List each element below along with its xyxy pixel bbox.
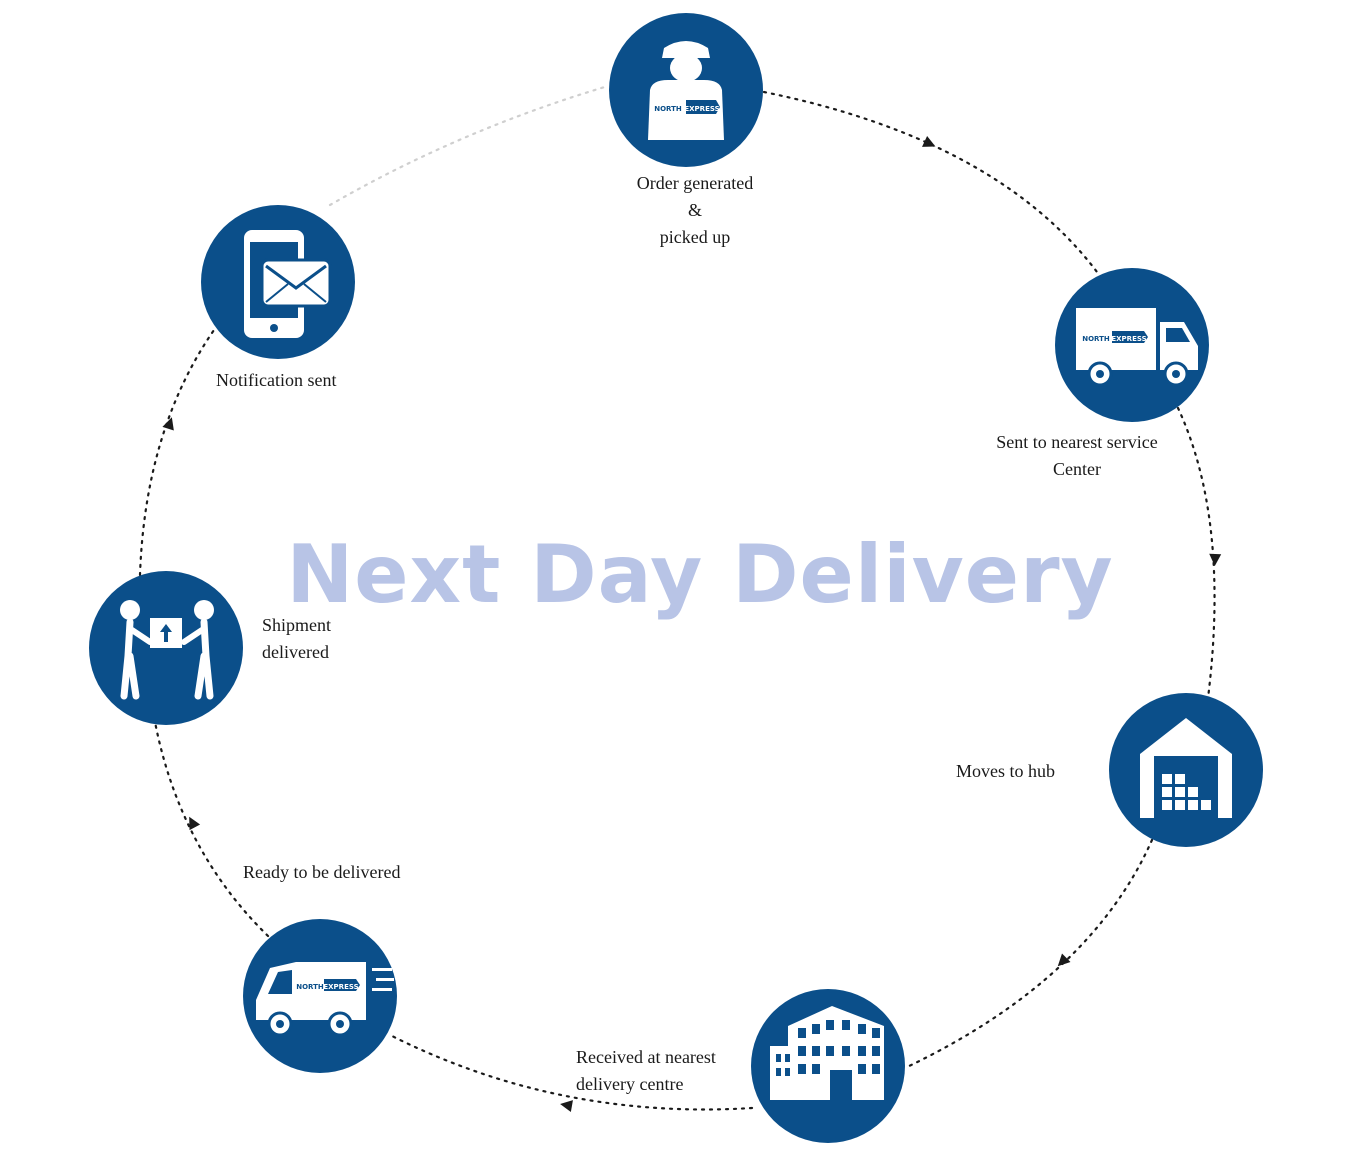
brand-right-text: EXPRESS — [684, 105, 719, 113]
brand-left-text: NORTH — [296, 983, 324, 991]
building-icon — [770, 1006, 884, 1100]
step-label-received-at-delivery-centre: Received at nearest delivery centre — [576, 1044, 716, 1098]
connector-4-5 — [390, 1034, 754, 1111]
step-label-notification-sent: Notification sent — [216, 367, 336, 394]
label-line: Sent to nearest service — [996, 432, 1158, 452]
label-line: Order generated — [636, 173, 754, 193]
arrow-1 — [922, 136, 936, 147]
label-line: Notification sent — [216, 370, 337, 390]
label-line: & — [687, 200, 702, 220]
brand-badge: NORTH EXPRESS — [296, 979, 360, 991]
arrow-5 — [189, 816, 201, 831]
phone-mail-icon — [244, 230, 332, 338]
cycle-path — [138, 84, 1216, 1111]
connector-7-1 — [328, 84, 610, 207]
step-sent-to-service-center: NORTH EXPRESS — [1055, 268, 1209, 422]
label-line: Shipment — [262, 615, 332, 635]
step-label-shipment-delivered: Shipment delivered — [262, 612, 331, 666]
brand-right-text: EXPRESS — [1111, 335, 1146, 343]
brand-left-text: NORTH — [654, 105, 682, 113]
connector-1-2 — [762, 90, 1102, 278]
label-line: delivered — [262, 642, 329, 662]
label-line: Ready to be delivered — [243, 862, 401, 882]
step-shipment-delivered — [89, 571, 243, 725]
label-line: Center — [1053, 459, 1101, 479]
step-label-sent-to-service-center: Sent to nearest service Center — [977, 429, 1177, 483]
connector-3-4 — [903, 838, 1154, 1070]
step-label-moves-to-hub: Moves to hub — [956, 758, 1055, 785]
step-notification-sent — [201, 205, 355, 359]
connector-5-6 — [153, 720, 270, 938]
arrow-3 — [1057, 953, 1071, 967]
delivery-van-icon — [256, 962, 394, 1037]
brand-left-text: NORTH — [1082, 335, 1110, 343]
cycle-arrows — [162, 136, 1222, 1112]
arrow-4 — [560, 1100, 573, 1112]
diagram-title: Next Day Delivery — [286, 528, 1114, 621]
handover-icon — [120, 600, 214, 700]
step-label-order-generated: Order generated & picked up — [595, 170, 795, 251]
step-moves-to-hub — [1109, 693, 1263, 847]
step-received-at-delivery-centre — [751, 989, 905, 1143]
connector-6-7 — [138, 328, 216, 577]
label-line: Moves to hub — [956, 761, 1055, 781]
arrow-6 — [162, 417, 174, 431]
brand-right-text: EXPRESS — [323, 983, 358, 991]
label-line: Received at nearest — [576, 1047, 716, 1067]
label-line: picked up — [659, 227, 731, 247]
step-order-generated: NORTH EXPRESS — [609, 13, 763, 167]
brand-badge: NORTH EXPRESS — [1082, 331, 1148, 343]
step-ready-to-be-delivered: NORTH EXPRESS — [243, 919, 397, 1073]
warehouse-icon — [1140, 718, 1232, 818]
connector-2-3 — [1176, 406, 1216, 700]
step-label-ready-to-be-delivered: Ready to be delivered — [243, 859, 400, 886]
arrow-2 — [1209, 553, 1222, 566]
label-line: delivery centre — [576, 1074, 684, 1094]
brand-badge: NORTH EXPRESS — [650, 99, 720, 115]
